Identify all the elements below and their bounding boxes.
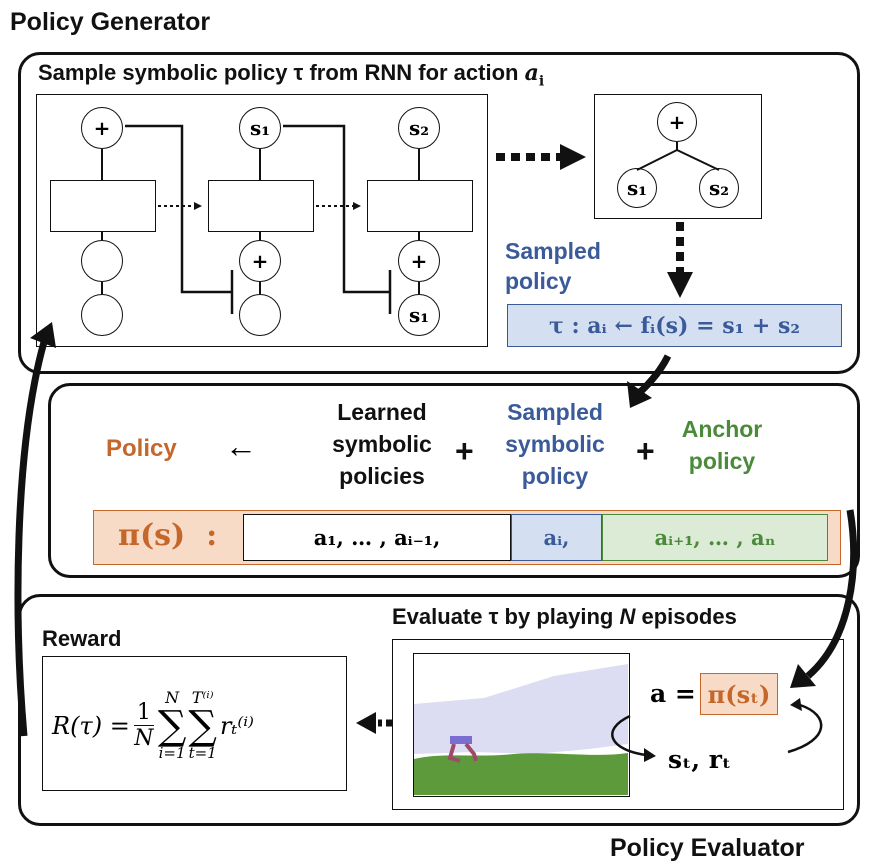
rnn-output-3: s₂ — [398, 107, 440, 149]
evaluator-title: Evaluate τ by playing N episodes — [392, 604, 737, 630]
rnn-input-1a — [81, 240, 123, 282]
environment-render — [413, 653, 630, 797]
rnn-title-text: Sample symbolic policy τ from RNN for ac… — [38, 60, 525, 85]
rnn-input-1b — [81, 294, 123, 336]
pi-label: π(s) : — [118, 518, 218, 553]
rnn-sampling-title: Sample symbolic policy τ from RNN for ac… — [38, 60, 544, 89]
policy-label: Policy — [106, 435, 177, 462]
rnn-input-3a: + — [398, 240, 440, 282]
rnn-input-3b: s₁ — [398, 294, 440, 336]
learned-symbolic-policies-label: Learned symbolic policies — [332, 399, 432, 489]
rnn-cell-1 — [50, 180, 156, 232]
left-arrow-icon: ← — [225, 428, 257, 464]
reward-term: rₜ⁽ⁱ⁾ — [219, 711, 254, 740]
rnn-output-1: + — [81, 107, 123, 149]
walker-scene-image — [414, 664, 628, 795]
tree-root-node: + — [657, 102, 697, 142]
sum2-lower: t=1 — [188, 744, 217, 762]
sum1-upper: N — [165, 688, 180, 707]
action-lhs: a = — [650, 679, 696, 708]
rnn-cell-3 — [367, 180, 473, 232]
evaluator-title-suffix: episodes — [635, 604, 737, 629]
sigma-icon: ∑ — [157, 703, 187, 749]
rnn-input-2b — [239, 294, 281, 336]
sigma-icon: ∑ — [188, 703, 217, 749]
reward-lhs: R(τ) = — [52, 711, 130, 740]
learned-actions-cell: a₁, … , aᵢ₋₁, — [243, 514, 511, 561]
tree-right-node: s₂ — [699, 168, 739, 208]
rnn-input-2a: + — [239, 240, 281, 282]
reward-fraction: 1 N — [133, 700, 154, 751]
anchor-policy-label: Anchor policy — [681, 416, 763, 474]
policy-evaluator-title: Policy Evaluator — [610, 834, 805, 862]
reward-formula-box — [42, 656, 347, 791]
sampled-symbolic-policy-label: Sampled symbolic policy — [505, 399, 605, 489]
policy-generator-title: Policy Generator — [10, 8, 211, 36]
sampled-policy-label: Sampled policy — [505, 238, 601, 294]
sampled-action-cell: aᵢ, — [511, 514, 602, 561]
sum1-lower: i=1 — [158, 744, 186, 762]
policy-generator-panel — [18, 52, 860, 374]
evaluator-title-N: N — [619, 604, 636, 629]
rnn-title-sub: i — [538, 73, 545, 90]
sum2-upper: T⁽ⁱ⁾ — [191, 688, 214, 707]
sum-over-episodes: N ∑ i=1 — [158, 690, 187, 761]
policy-composition-panel — [48, 383, 860, 578]
plus-sign-2: + — [636, 433, 655, 469]
reward-formula: R(τ) = 1 N N ∑ i=1 T⁽ⁱ⁾ ∑ t=1 rₜ⁽ⁱ⁾ — [52, 668, 342, 783]
evaluator-title-prefix: Evaluate τ by playing — [392, 604, 620, 629]
reward-label: Reward — [42, 626, 122, 651]
anchor-actions-cell: aᵢ₊₁, … , aₙ — [602, 514, 828, 561]
fraction-numerator: 1 — [133, 700, 154, 726]
rnn-title-var: a — [524, 60, 539, 86]
sampled-policy-equation: τ : aᵢ ← fᵢ(s) = s₁ + s₂ — [507, 304, 842, 347]
rnn-cell-2 — [208, 180, 314, 232]
tree-left-node: s₁ — [617, 168, 657, 208]
rnn-output-2: s₁ — [239, 107, 281, 149]
state-reward-text: sₜ, rₜ — [668, 745, 732, 774]
plus-sign-1: + — [455, 433, 474, 469]
action-policy-box: π(sₜ) — [700, 673, 778, 715]
sum-over-timesteps: T⁽ⁱ⁾ ∑ t=1 — [188, 690, 217, 761]
fraction-denominator: N — [134, 726, 154, 751]
